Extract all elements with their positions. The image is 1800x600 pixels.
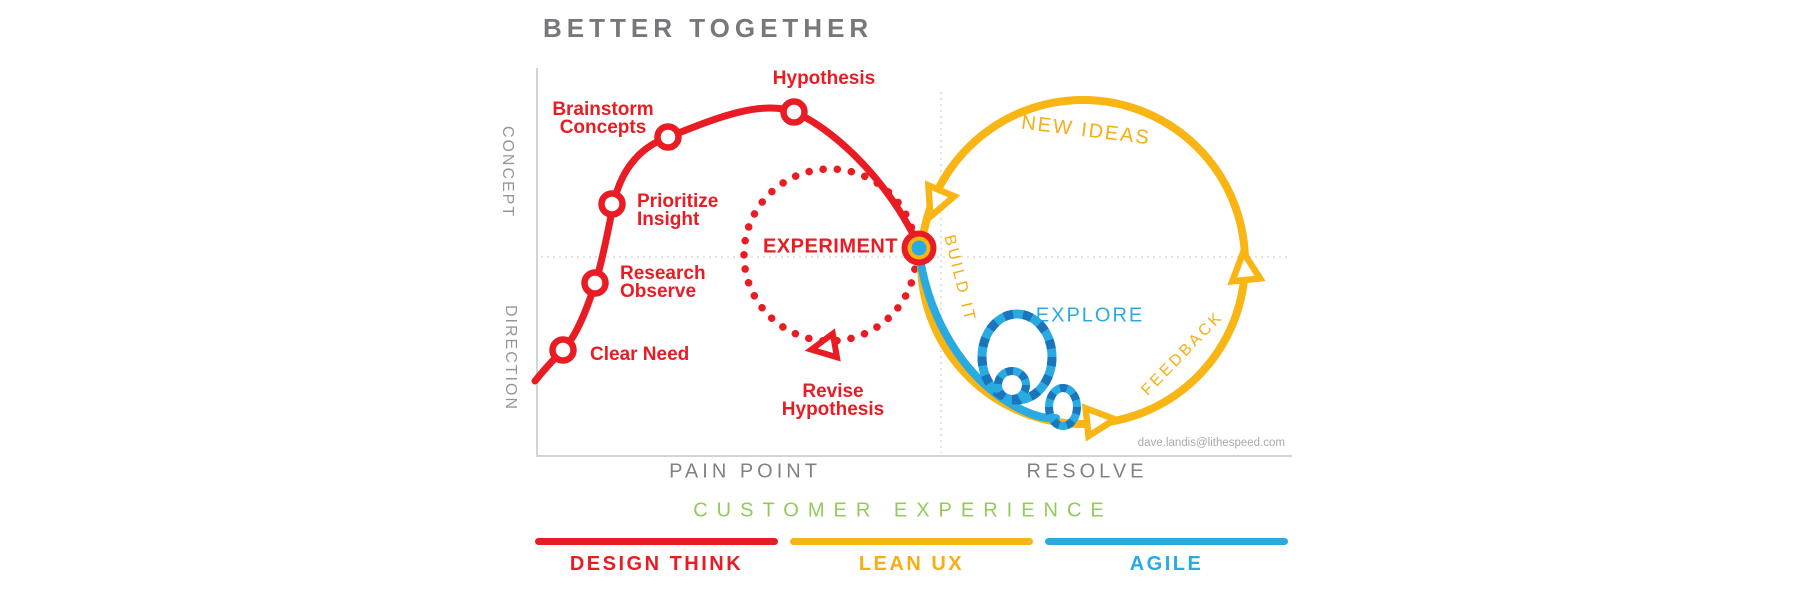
- page-title: BETTER TOGETHER: [543, 13, 874, 43]
- brainstorm-concepts-node: [654, 123, 682, 151]
- legend-line-agile: [1045, 538, 1288, 545]
- legend-label-design-think: DESIGN THINK: [569, 553, 744, 575]
- credit-text: dave.landis@lithespeed.com: [1137, 437, 1285, 449]
- revise-loop-arrow-icon: [804, 328, 841, 362]
- research-observe-node: [581, 269, 609, 297]
- experiment-node: [901, 230, 937, 266]
- lean-ux-circle: [917, 96, 1249, 428]
- lean-ux-arrow-into-experiment-icon: [924, 180, 961, 224]
- prioritize-insight-node: [598, 190, 626, 218]
- experiment-label: EXPERIMENT: [762, 235, 898, 258]
- hypothesis-node: [780, 98, 808, 126]
- x-axis-title-customer-experience: CUSTOMER EXPERIENCE: [693, 499, 1113, 522]
- legend-label-lean-ux: LEAN UX: [858, 553, 965, 575]
- y-axis-label-direction: DIRECTION: [502, 305, 519, 411]
- lean-ux-arrow-bottom-icon: [1081, 403, 1123, 442]
- clear-need-node: [549, 336, 577, 364]
- x-axis-label-pain-point: PAIN POINT: [669, 460, 821, 483]
- x-axis-label-resolve: RESOLVE: [1026, 460, 1148, 483]
- hypothesis-label: Hypothesis: [772, 68, 876, 89]
- explore-label: EXPLORE: [1035, 304, 1145, 327]
- legend-line-design-think: [535, 538, 778, 545]
- agile-spiral-loops: [977, 309, 1081, 430]
- legend-label-agile: AGILE: [1129, 553, 1204, 575]
- clear-need-label: Clear Need: [590, 344, 690, 365]
- lean-ux-arrow-right-icon: [1227, 244, 1266, 286]
- y-axis-label-concept: CONCEPT: [499, 125, 516, 219]
- legend-line-lean-ux: [790, 538, 1033, 545]
